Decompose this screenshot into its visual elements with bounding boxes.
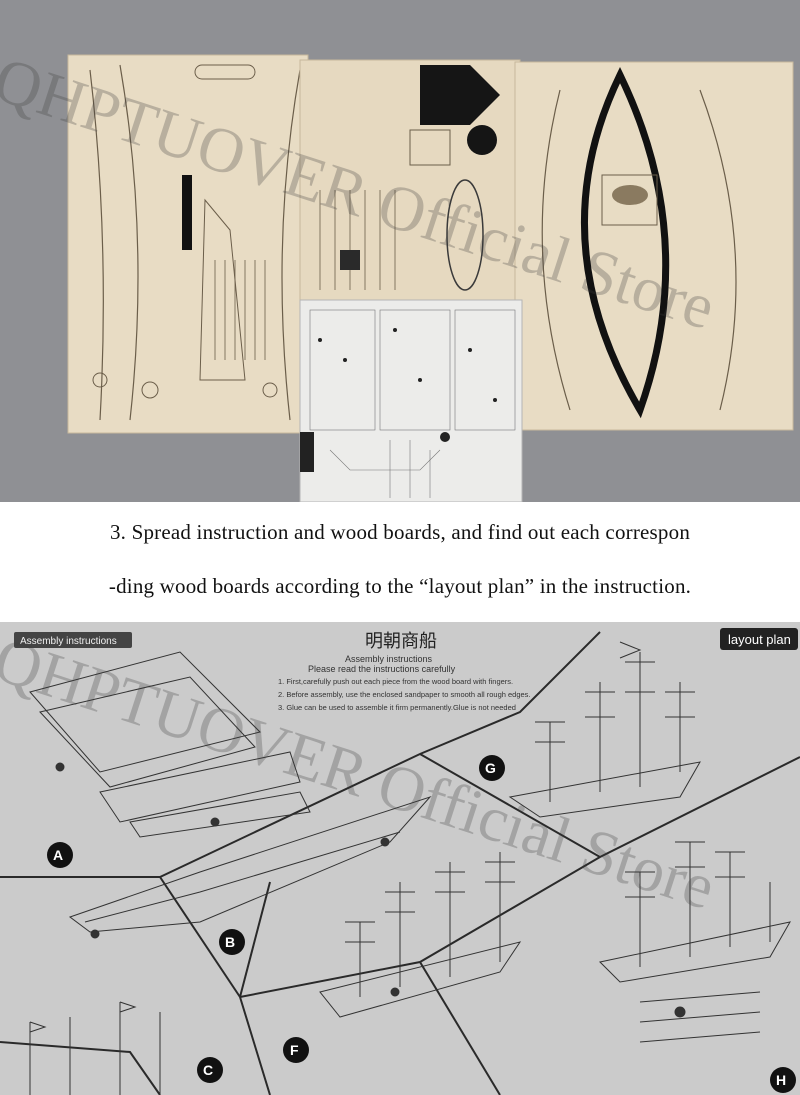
panel-b-parts: [68, 795, 432, 939]
step-marker-a: A: [47, 842, 73, 868]
step-marker-f-label: F: [290, 1042, 299, 1058]
step-marker-c-label: C: [203, 1062, 213, 1078]
wood-board-right: [514, 61, 794, 431]
step-marker-b-label: B: [225, 934, 235, 950]
title-cn: 明朝商船: [365, 631, 437, 651]
wood-boards-photo: QHPTUOVER Official Store: [0, 0, 800, 502]
wood-board-left: [67, 54, 309, 434]
panel-f-parts: [319, 852, 522, 1018]
step-marker-g-label: G: [485, 760, 496, 776]
caption-line-2: -ding wood boards according to the “layo…: [108, 574, 692, 598]
panel-h-parts: [598, 841, 791, 1043]
panel-dividers: [0, 631, 800, 1095]
step-marker-f: F: [283, 1037, 309, 1063]
layout-plan-tab: layout plan: [720, 628, 798, 650]
subtitle: Assembly instructions: [345, 654, 433, 664]
read-note: Please read the instructions carefully: [308, 664, 456, 674]
wood-boards-illustration: [0, 0, 800, 502]
step-marker-h-label: H: [776, 1072, 786, 1088]
step-3: 3. Glue can be used to assemble it firm …: [278, 703, 516, 712]
layout-plan-label: layout plan: [728, 632, 791, 647]
instruction-sheet-photo: Assembly instructions layout plan 明朝商船 A…: [0, 622, 800, 1095]
instruction-sheet-preview: [299, 299, 523, 502]
panel-a-parts: [29, 651, 311, 838]
step-2: 2. Before assembly, use the enclosed san…: [278, 690, 531, 699]
wood-board-middle: [299, 59, 521, 306]
step-marker-b: B: [219, 929, 245, 955]
caption-line-1: 3. Spread instruction and wood boards, a…: [109, 520, 691, 544]
step-1: 1. First,carefully push out each piece f…: [278, 677, 513, 686]
assembly-instructions-tab-label: Assembly instructions: [20, 636, 117, 647]
panel-c-parts: [29, 1001, 161, 1095]
step-marker-a-label: A: [53, 847, 63, 863]
assembly-instructions-tab: Assembly instructions: [14, 632, 132, 648]
step-marker-g: G: [479, 755, 505, 781]
step-marker-c: C: [197, 1057, 223, 1083]
instruction-sheet-illustration: Assembly instructions layout plan 明朝商船 A…: [0, 622, 800, 1095]
panel-g-parts: [508, 641, 701, 818]
caption-block: 3. Spread instruction and wood boards, a…: [0, 502, 800, 622]
step-marker-h: H: [770, 1067, 796, 1093]
